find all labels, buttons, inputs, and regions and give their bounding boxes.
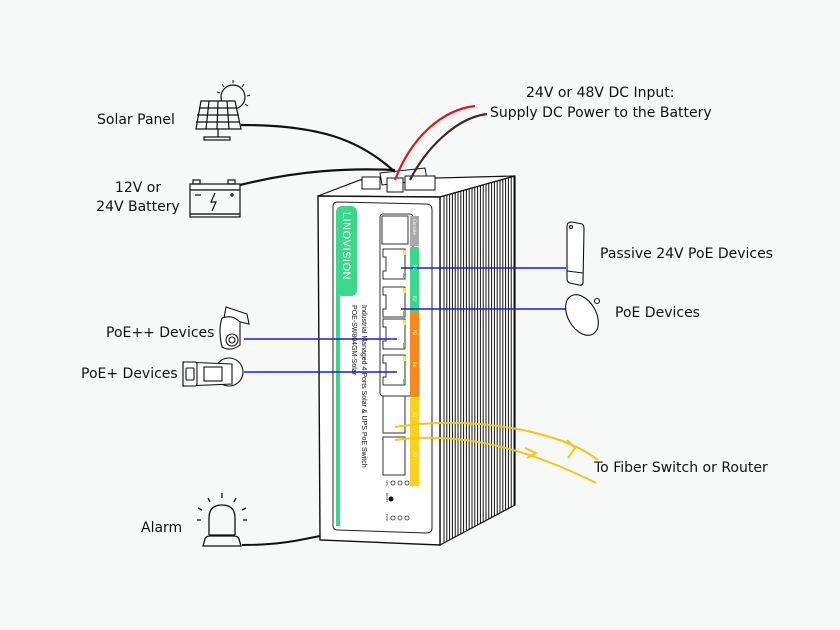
port-label-console: Console	[412, 219, 417, 235]
ptz-camera-icon	[219, 306, 250, 350]
reset-button	[388, 496, 394, 502]
brand-logo: LINOVISION	[340, 212, 352, 280]
port-label-x1: X1	[412, 412, 417, 418]
label-poep-devices: PoE+ Devices	[81, 366, 178, 382]
port-led	[403, 273, 406, 278]
status-leds	[390, 480, 410, 521]
battery-cable	[239, 168, 396, 187]
rj45-port-p2	[382, 286, 406, 318]
rj45-port-p4	[382, 354, 406, 386]
terminal-blocks	[361, 167, 436, 193]
solar-panel-icon	[195, 80, 251, 141]
access-point-icon	[566, 221, 585, 286]
label-alarm: Alarm	[141, 520, 183, 536]
label-battery-line2: 24V Battery	[96, 199, 180, 215]
port-led	[403, 311, 406, 316]
port-led	[403, 343, 406, 348]
led-label-reset: RESET	[385, 493, 389, 503]
rj45-port-p3	[382, 318, 406, 350]
sfp-port-x1	[382, 395, 406, 434]
label-fiber: To Fiber Switch or Router	[594, 460, 768, 476]
port-led	[403, 250, 406, 255]
port-led	[403, 356, 406, 361]
battery-icon	[189, 179, 241, 218]
led-label-pwr: PWR	[385, 514, 389, 521]
label-dc-supply: Supply DC Power to the Battery	[490, 105, 712, 121]
solar-cable	[240, 123, 396, 173]
port-label-p1: P1	[412, 265, 417, 270]
label-solar-panel: Solar Panel	[97, 112, 175, 128]
label-poe-devices: PoE Devices	[615, 305, 700, 321]
device-model: POE-SW804GM-Solar	[350, 305, 357, 376]
port-label-p3: P3	[412, 330, 417, 335]
alarm-light-icon	[197, 493, 247, 547]
port-led	[403, 288, 406, 293]
bullet-camera-icon	[182, 357, 244, 387]
port-led	[403, 379, 406, 384]
port-label-x2: X2	[412, 452, 417, 458]
fiber-link-x1	[394, 421, 599, 461]
port-label-p4: P4	[412, 362, 417, 367]
rj45-port-p1	[382, 248, 406, 280]
brand-strip	[336, 206, 357, 296]
dc-black-cable	[409, 112, 488, 181]
label-poepp-devices: PoE++ Devices	[106, 325, 215, 341]
dish-antenna-icon	[565, 294, 601, 336]
dc-red-cable	[393, 104, 476, 181]
console-port	[381, 215, 409, 245]
sfp-port-x2	[382, 436, 406, 476]
led-label-sys: SYS	[385, 480, 389, 486]
alarm-cable	[241, 535, 321, 546]
device-description: Industrial Managed 4 Ports Solar & UPS P…	[360, 305, 367, 468]
label-battery-line1: 12V or	[114, 180, 162, 196]
label-dc-input: 24V or 48V DC Input:	[526, 85, 675, 101]
fiber-link-x2	[394, 436, 597, 484]
label-passive-poe: Passive 24V PoE Devices	[600, 246, 774, 262]
port-led	[403, 320, 406, 325]
cables	[239, 104, 599, 546]
port-label-p2: P2	[412, 296, 417, 301]
